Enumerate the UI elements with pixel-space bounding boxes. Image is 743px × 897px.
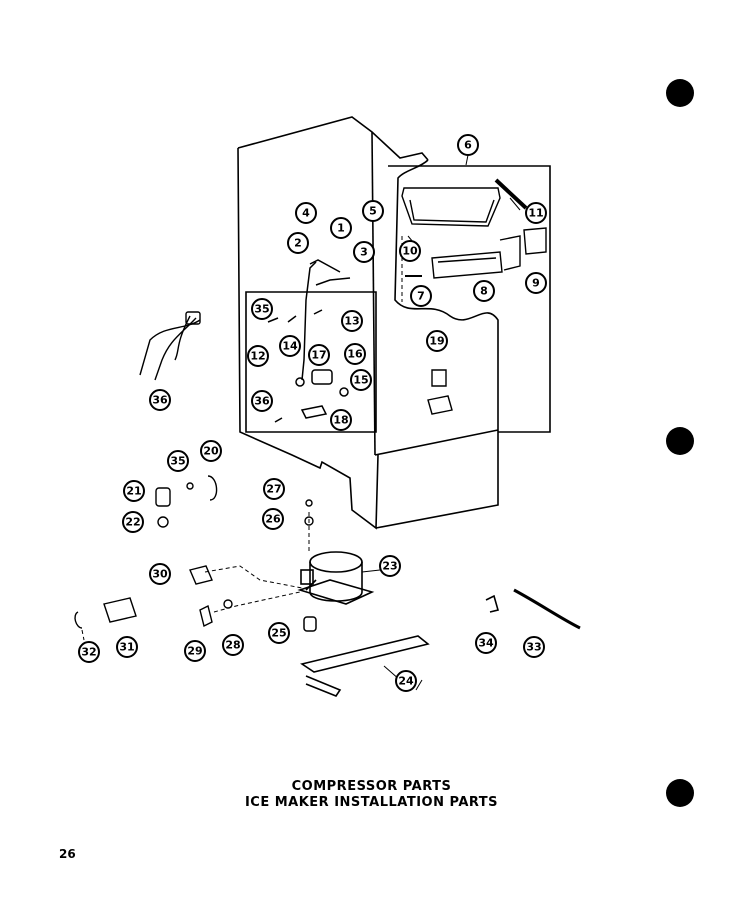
callout-31: 31 xyxy=(116,636,138,658)
svg-text:22: 22 xyxy=(125,516,140,529)
binder-hole-middle xyxy=(666,427,694,455)
callout-15: 15 xyxy=(350,369,372,391)
callout-7: 7 xyxy=(410,285,432,307)
callout-23: 23 xyxy=(379,555,401,577)
svg-text:12: 12 xyxy=(250,350,265,363)
svg-text:9: 9 xyxy=(532,277,540,290)
svg-text:21: 21 xyxy=(126,485,141,498)
callout-2: 2 xyxy=(287,232,309,254)
svg-text:17: 17 xyxy=(311,349,326,362)
diagram-title-ice-maker: ICE MAKER INSTALLATION PARTS xyxy=(244,795,499,810)
callout-37: 36 xyxy=(251,390,273,412)
svg-text:7: 7 xyxy=(417,290,425,303)
svg-text:29: 29 xyxy=(187,645,202,658)
callout-9: 9 xyxy=(525,272,547,294)
svg-text:16: 16 xyxy=(347,348,363,361)
callout-36-lower: 35 xyxy=(167,450,189,472)
svg-text:11: 11 xyxy=(528,207,543,220)
svg-text:27: 27 xyxy=(266,483,281,496)
page-number: 26 xyxy=(59,847,76,861)
callout-22: 22 xyxy=(122,511,144,533)
callout-11: 11 xyxy=(525,202,547,224)
callout-24: 24 xyxy=(395,670,417,692)
callout-21: 21 xyxy=(123,480,145,502)
svg-text:28: 28 xyxy=(225,639,240,652)
svg-text:5: 5 xyxy=(369,205,377,218)
svg-text:26: 26 xyxy=(265,513,281,526)
svg-text:25: 25 xyxy=(271,627,286,640)
callout-19: 19 xyxy=(426,330,448,352)
svg-text:20: 20 xyxy=(203,445,219,458)
drain-fitting xyxy=(427,369,453,415)
power-cord xyxy=(513,588,581,630)
callout-28: 28 xyxy=(222,634,244,656)
callout-20: 20 xyxy=(200,440,222,462)
callout-8: 8 xyxy=(473,280,495,302)
svg-text:8: 8 xyxy=(480,285,488,298)
callout-32: 32 xyxy=(78,641,100,663)
ice-maker-assembly xyxy=(401,178,547,279)
svg-text:4: 4 xyxy=(302,207,310,220)
svg-text:19: 19 xyxy=(429,335,444,348)
cord-clip xyxy=(485,594,499,613)
svg-text:30: 30 xyxy=(152,568,168,581)
binder-hole-bottom xyxy=(666,779,694,807)
svg-text:35: 35 xyxy=(254,303,269,316)
callout-17: 17 xyxy=(308,344,330,366)
callout-14: 14 xyxy=(279,335,301,357)
callout-3: 3 xyxy=(353,241,375,263)
svg-text:2: 2 xyxy=(294,237,302,250)
callout-13: 13 xyxy=(341,310,363,332)
svg-text:35: 35 xyxy=(170,455,185,468)
callout-4: 4 xyxy=(295,202,317,224)
relay-parts xyxy=(155,475,314,528)
callout-33: 33 xyxy=(523,636,545,658)
leader-lines xyxy=(81,236,403,641)
grommet xyxy=(303,616,317,632)
callout-18: 18 xyxy=(330,409,352,431)
svg-text:31: 31 xyxy=(119,641,134,654)
callout-30: 30 xyxy=(149,563,171,585)
callout-12: 12 xyxy=(247,345,269,367)
callout-6: 6 xyxy=(457,134,479,156)
svg-text:14: 14 xyxy=(282,340,298,353)
callout-27: 27 xyxy=(263,478,285,500)
wiring-harness xyxy=(139,311,201,381)
callout-1: 1 xyxy=(330,217,352,239)
svg-text:36: 36 xyxy=(152,394,168,407)
base-plate xyxy=(300,635,430,697)
svg-text:23: 23 xyxy=(382,560,397,573)
callout-36-upper: 35 xyxy=(251,298,273,320)
svg-text:24: 24 xyxy=(398,675,414,688)
svg-text:1: 1 xyxy=(337,222,345,235)
svg-text:33: 33 xyxy=(526,641,541,654)
callout-10: 10 xyxy=(399,240,421,262)
callout-25: 25 xyxy=(268,622,290,644)
callout-29: 29 xyxy=(184,640,206,662)
svg-text:36: 36 xyxy=(254,395,270,408)
svg-text:34: 34 xyxy=(478,637,494,650)
svg-text:15: 15 xyxy=(353,374,368,387)
svg-text:3: 3 xyxy=(360,246,368,259)
svg-text:13: 13 xyxy=(344,315,359,328)
callout-16: 16 xyxy=(344,343,366,365)
svg-text:32: 32 xyxy=(81,646,96,659)
svg-text:10: 10 xyxy=(402,245,418,258)
svg-text:6: 6 xyxy=(464,139,472,152)
callout-5: 5 xyxy=(362,200,384,222)
diagram-title-compressor: COMPRESSOR PARTS xyxy=(291,779,452,794)
callout-35: 36 xyxy=(149,389,171,411)
water-tube xyxy=(301,259,351,381)
water-valve-parts xyxy=(267,309,349,423)
cabinet-outline xyxy=(237,116,551,530)
callout-26: 26 xyxy=(262,508,284,530)
callout-34: 34 xyxy=(475,632,497,654)
compressor xyxy=(297,551,375,605)
binder-hole-top xyxy=(666,79,694,107)
svg-text:18: 18 xyxy=(333,414,348,427)
overload-relay-parts xyxy=(74,565,233,629)
